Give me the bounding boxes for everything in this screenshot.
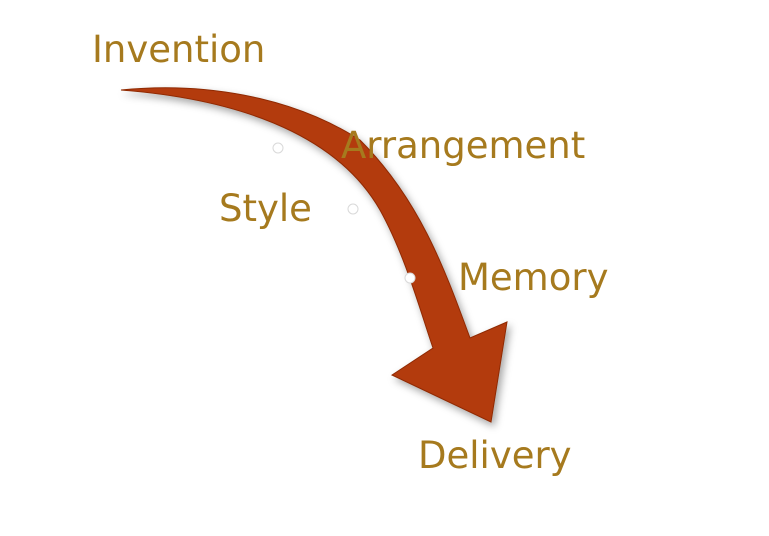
step-marker-dot [404, 272, 416, 284]
step-label-arrangement: Arrangement [341, 124, 586, 167]
step-marker-dot [347, 203, 359, 215]
step-label-style: Style [219, 187, 312, 230]
step-label-invention: Invention [92, 28, 266, 71]
curved-arrow-body [120, 87, 508, 423]
curved-arrow [120, 87, 508, 423]
step-label-delivery: Delivery [418, 434, 572, 477]
step-label-memory: Memory [458, 256, 609, 299]
step-marker-dot [272, 142, 284, 154]
